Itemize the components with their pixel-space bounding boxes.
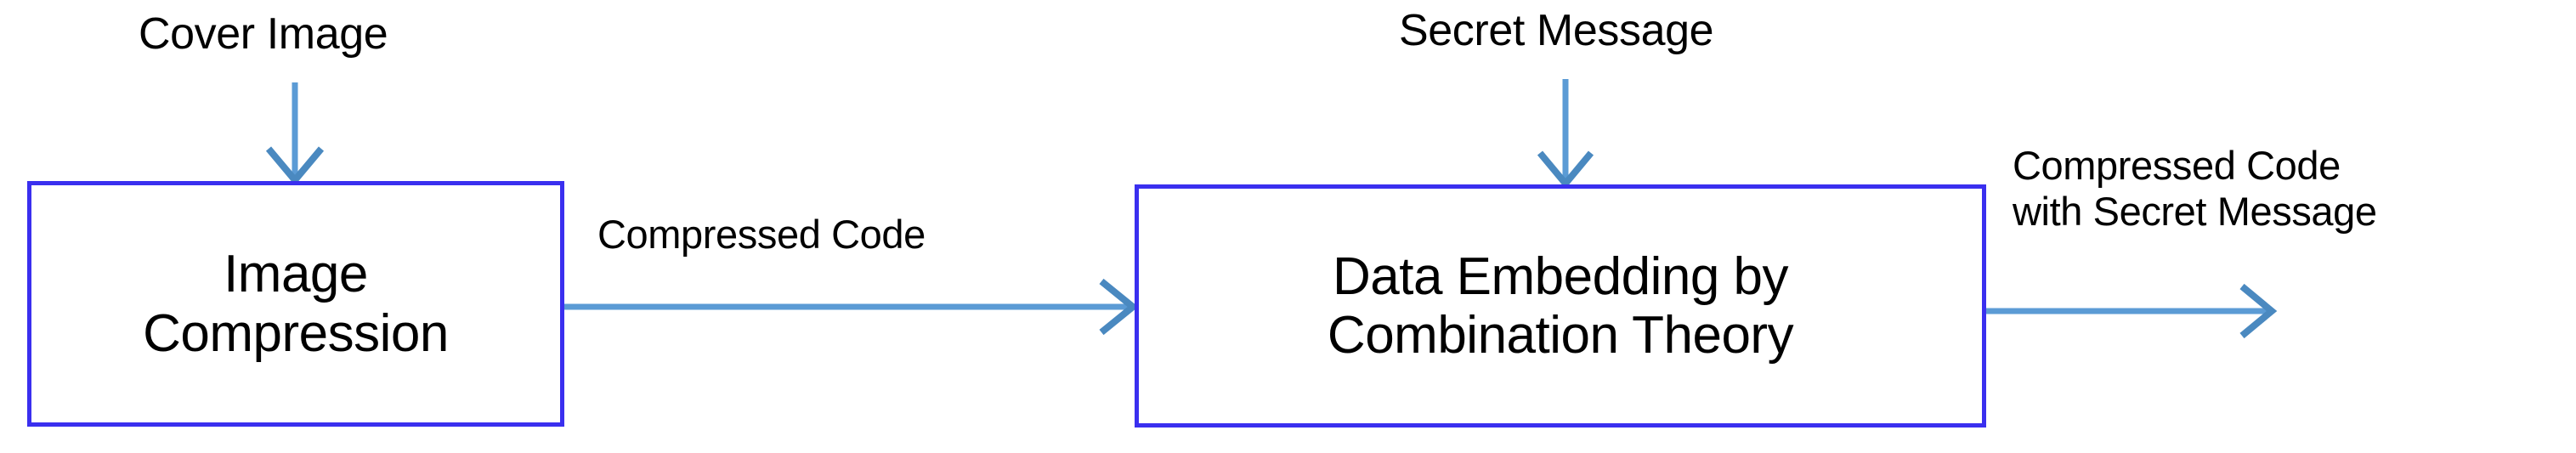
process-box-image-compression-line-1: Image (224, 245, 368, 304)
arrow-embedding-output (1986, 283, 2278, 339)
arrow-compression-to-embedding (564, 278, 1139, 336)
label-compressed-code-with-secret-line-2: with Secret Message (2013, 188, 2377, 234)
label-cover-image: Cover Image (139, 9, 388, 59)
process-box-data-embedding[interactable]: Data Embedding by Combination Theory (1135, 184, 1986, 428)
process-box-data-embedding-line-1: Data Embedding by (1332, 246, 1789, 306)
process-box-image-compression-line-2: Compression (143, 303, 449, 363)
label-compressed-code-with-secret-message: Compressed Code with Secret Message (2013, 143, 2377, 234)
process-box-image-compression[interactable]: Image Compression (27, 181, 564, 427)
label-compressed-code-with-secret-line-1: Compressed Code (2013, 143, 2341, 188)
arrow-secret-message-to-embedding (1537, 79, 1594, 190)
process-box-data-embedding-line-2: Combination Theory (1327, 306, 1794, 365)
label-compressed-code: Compressed Code (597, 212, 926, 257)
label-secret-message: Secret Message (1399, 6, 1714, 55)
arrow-cover-image-to-compression (265, 82, 325, 186)
